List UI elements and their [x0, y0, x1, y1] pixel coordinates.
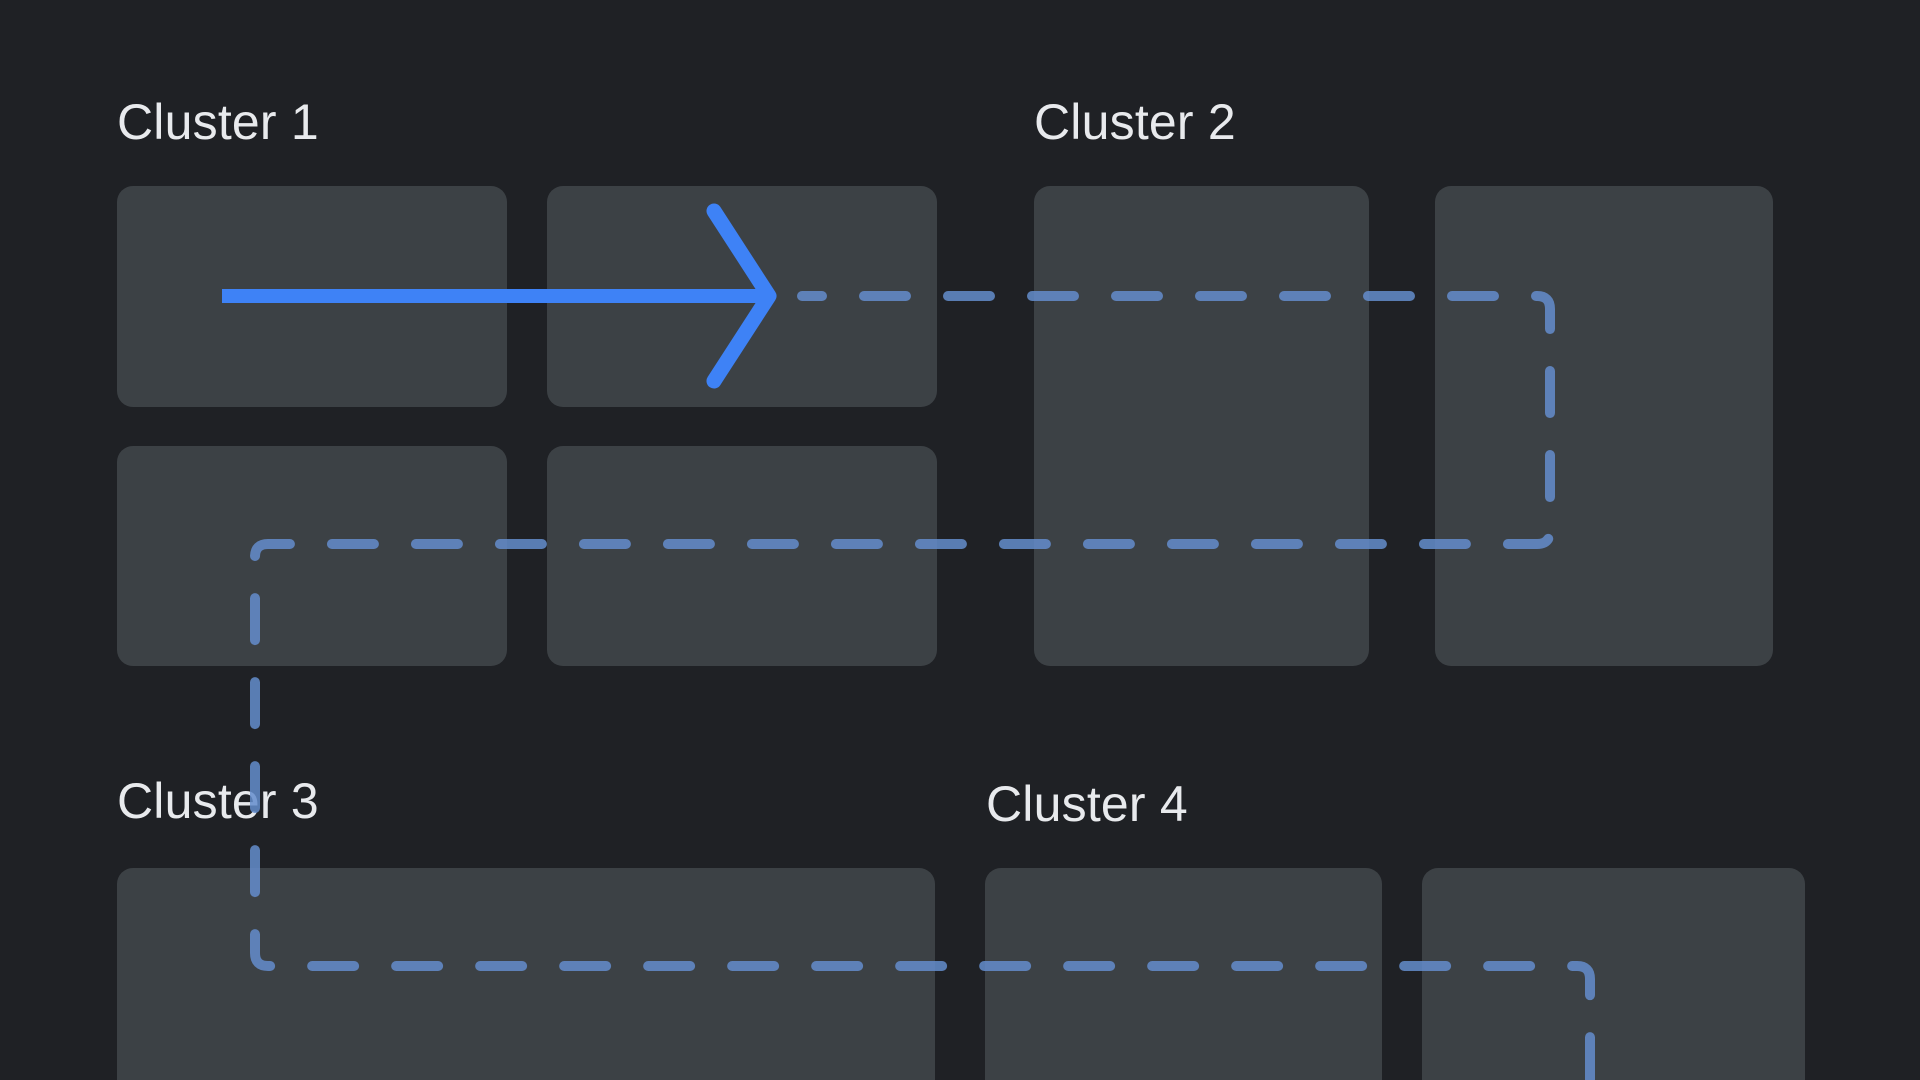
cluster-2-card-1 — [1034, 186, 1369, 666]
cluster-2-label: Cluster 2 — [1034, 94, 1236, 150]
cluster-1-card-4 — [547, 446, 937, 666]
cluster-1-label: Cluster 1 — [117, 94, 319, 150]
cluster-1-card-2 — [547, 186, 937, 407]
cluster-3-card-1 — [117, 868, 935, 1080]
cluster-2-card-2 — [1435, 186, 1773, 666]
cluster-4-card-1 — [985, 868, 1382, 1080]
cluster-1-card-3 — [117, 446, 507, 666]
cluster-4-label: Cluster 4 — [986, 776, 1188, 832]
cluster-4-card-2 — [1422, 868, 1805, 1080]
cluster-1-card-1 — [117, 186, 507, 407]
cluster-3-label: Cluster 3 — [117, 773, 319, 829]
